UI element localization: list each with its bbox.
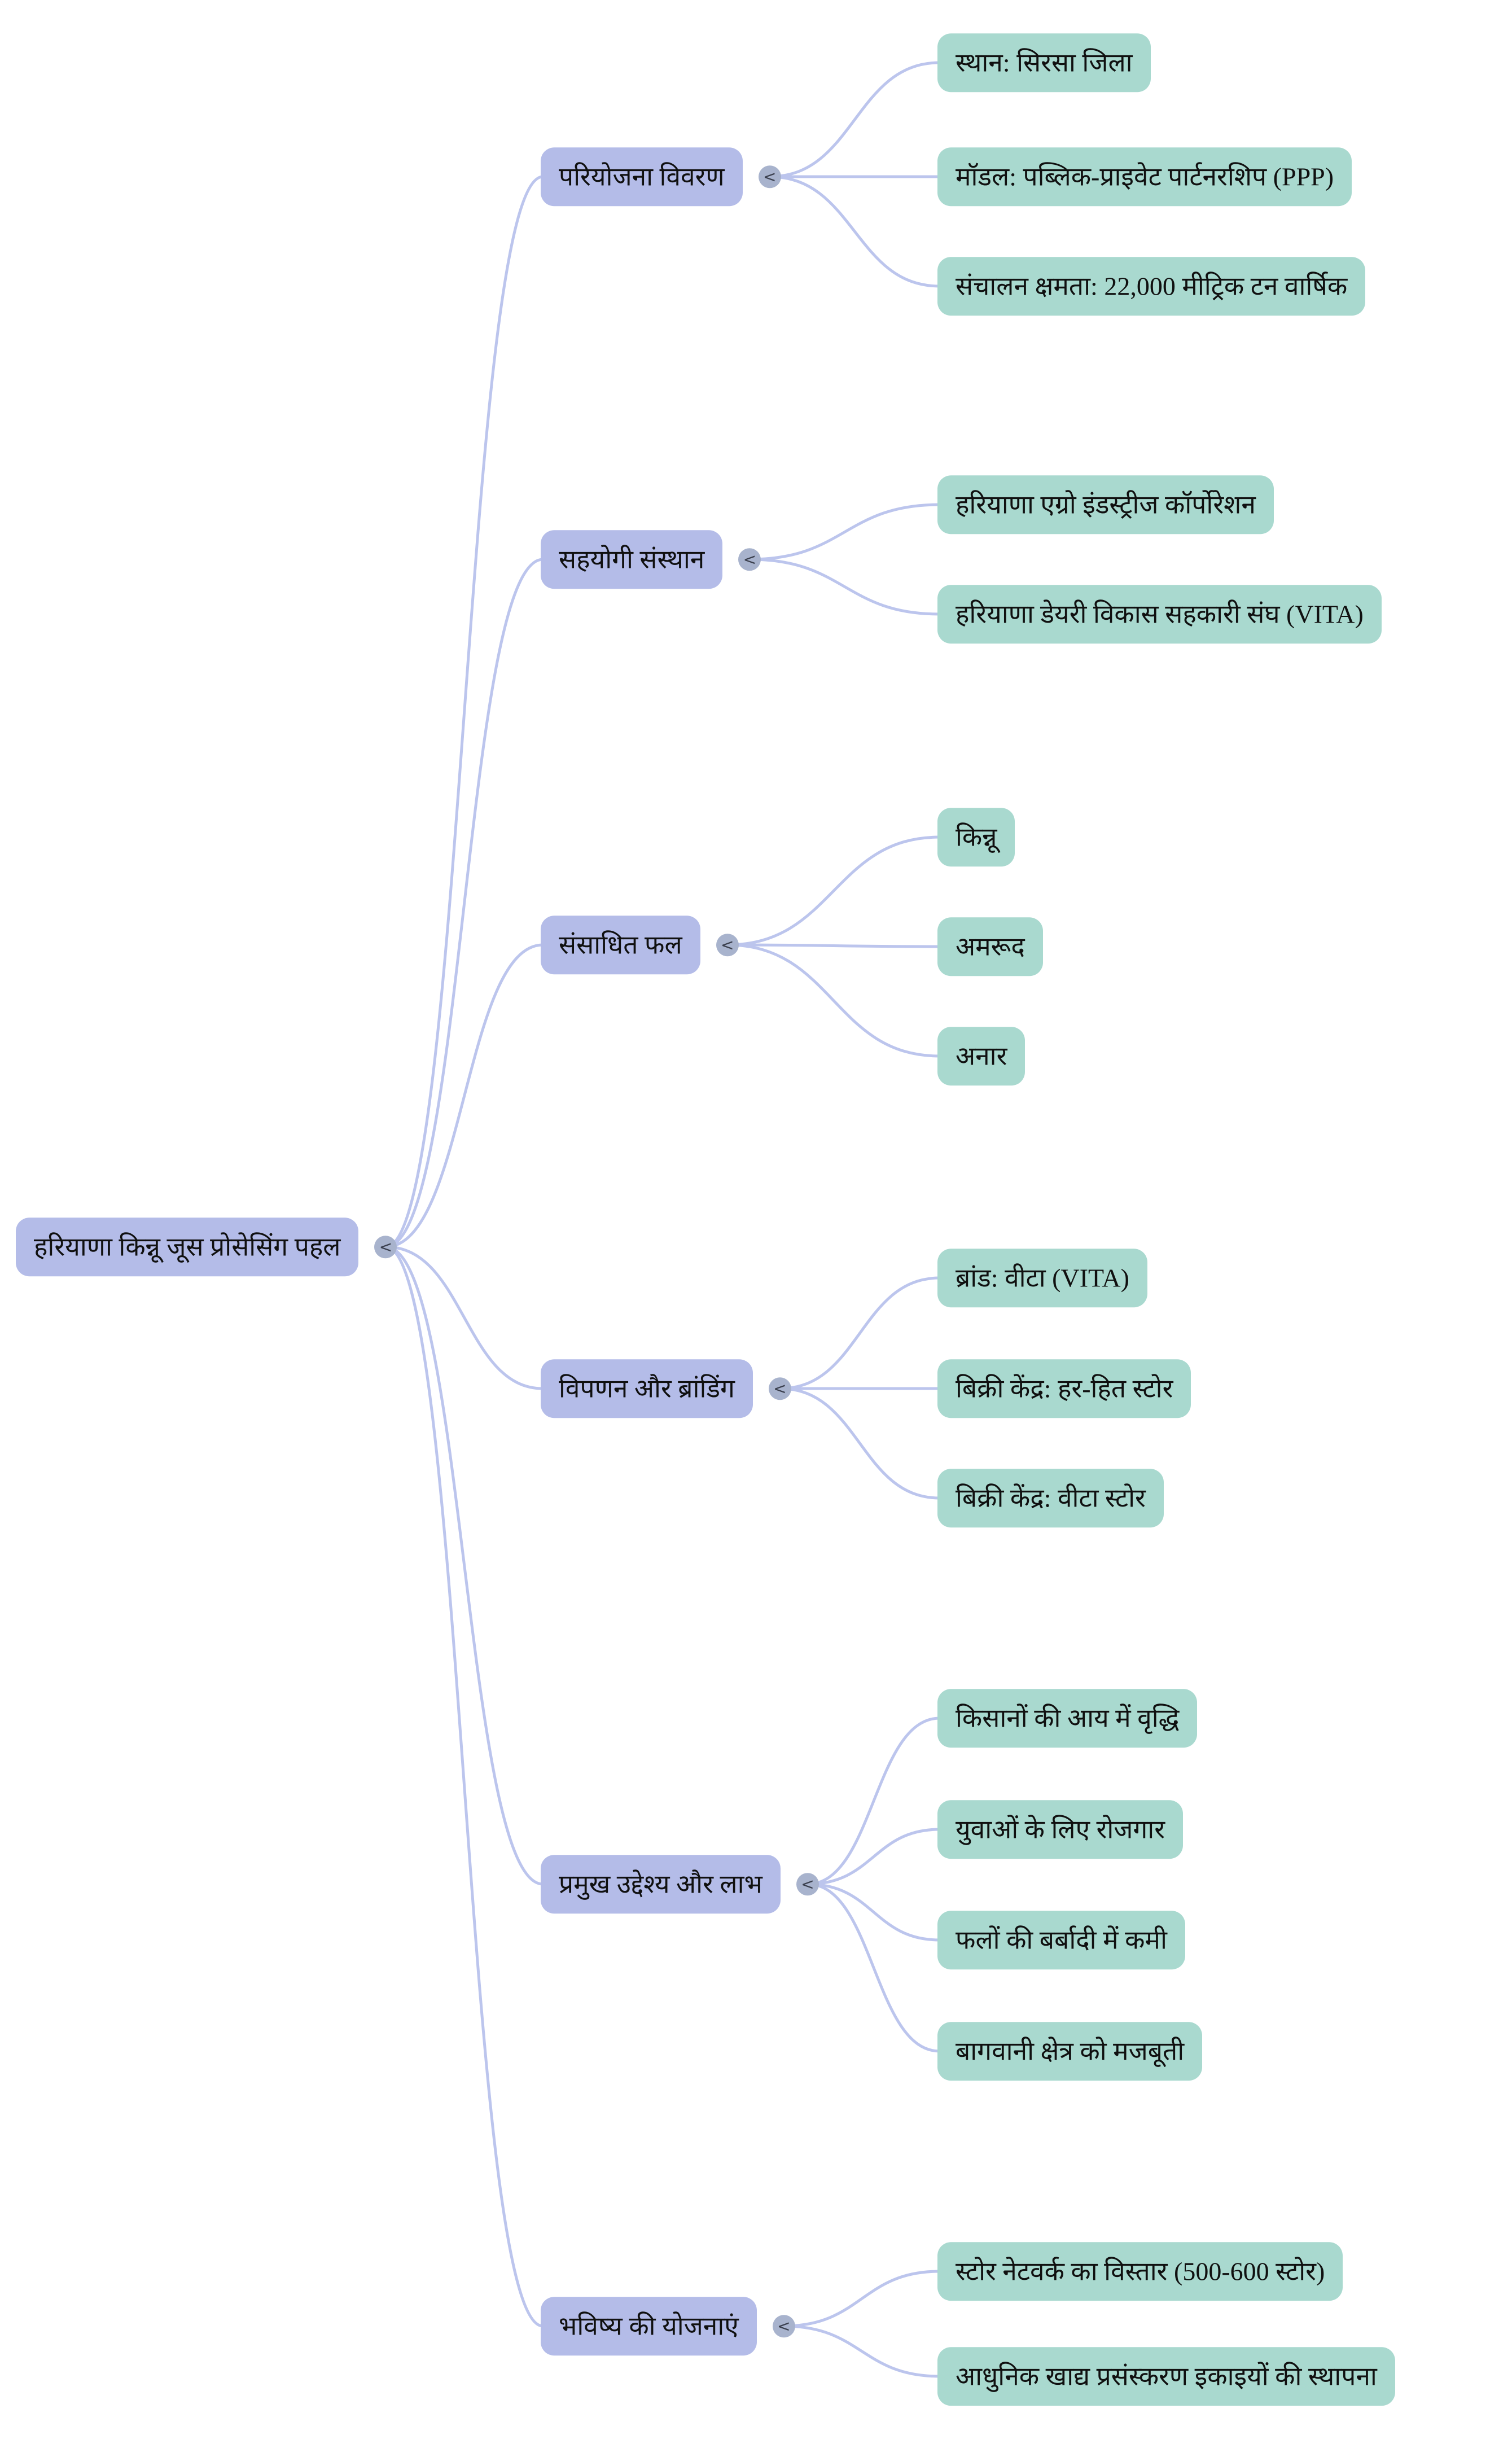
leaf-node-2-2: हरियाणा डेयरी विकास सहकारी संघ (VITA) bbox=[937, 585, 1382, 643]
mindmap-edge bbox=[782, 2324, 941, 2378]
leaf-node-5-3-wrap: फलों की बर्बादी में कमी bbox=[937, 1911, 1185, 1969]
leaf-node-5-4: बागवानी क्षेत्र को मजबूती bbox=[937, 2022, 1203, 2081]
mindmap-edge bbox=[384, 175, 545, 1249]
mindmap-edge bbox=[748, 558, 941, 616]
collapse-toggle-icon[interactable]: < bbox=[768, 1377, 791, 1400]
branch-node-5[interactable]: प्रमुख उद्देश्य और लाभ bbox=[541, 1855, 781, 1913]
branch-node-6[interactable]: भविष्य की योजनाएं bbox=[541, 2297, 757, 2355]
mindmap-edge bbox=[778, 1276, 941, 1390]
collapse-toggle-icon[interactable]: < bbox=[738, 548, 761, 571]
collapse-toggle-icon[interactable]: < bbox=[758, 165, 781, 188]
branch-node-4[interactable]: विपणन और ब्रांडिंग bbox=[541, 1359, 753, 1418]
mindmap-edge bbox=[768, 61, 941, 178]
leaf-node-3-2-wrap: अमरूद bbox=[937, 917, 1043, 976]
collapse-toggle-icon[interactable]: < bbox=[772, 2315, 795, 2337]
leaf-node-3-3: अनार bbox=[937, 1027, 1025, 1085]
collapse-toggle-icon[interactable]: < bbox=[796, 1873, 819, 1895]
leaf-node-1-3-wrap: संचालन क्षमता: 22,000 मीट्रिक टन वार्षिक bbox=[937, 257, 1366, 316]
mindmap-edge bbox=[384, 943, 545, 1249]
leaf-node-3-3-wrap: अनार bbox=[937, 1027, 1025, 1085]
leaf-node-2-1: हरियाणा एग्रो इंडस्ट्रीज कॉर्पोरेशन bbox=[937, 475, 1274, 534]
leaf-node-5-3: फलों की बर्बादी में कमी bbox=[937, 1911, 1185, 1969]
leaf-node-6-2-wrap: आधुनिक खाद्य प्रसंस्करण इकाइयों की स्थाप… bbox=[937, 2347, 1395, 2406]
leaf-node-4-2: बिक्री केंद्र: हर-हित स्टोर bbox=[937, 1359, 1191, 1418]
leaf-node-5-1: किसानों की आय में वृद्धि bbox=[937, 1689, 1198, 1748]
mindmap-edge bbox=[768, 175, 941, 288]
leaf-node-1-2: मॉडल: पब्लिक-प्राइवेट पार्टनरशिप (PPP) bbox=[937, 147, 1352, 206]
leaf-node-4-1-wrap: ब्रांड: वीटा (VITA) bbox=[937, 1249, 1147, 1307]
leaf-node-3-2: अमरूद bbox=[937, 917, 1043, 976]
mindmap-edge bbox=[806, 1882, 941, 1942]
branch-node-4-wrap: विपणन और ब्रांडिंग < bbox=[541, 1359, 791, 1418]
mindmap-edge bbox=[384, 1245, 545, 1886]
mindmap-edge bbox=[748, 503, 941, 561]
leaf-node-4-3-wrap: बिक्री केंद्र: वीटा स्टोर bbox=[937, 1469, 1164, 1527]
leaf-node-1-1: स्थान: सिरसा जिला bbox=[937, 33, 1151, 92]
leaf-node-4-3: बिक्री केंद्र: वीटा स्टोर bbox=[937, 1469, 1164, 1527]
collapse-toggle-icon[interactable]: < bbox=[374, 1236, 397, 1258]
leaf-node-6-2: आधुनिक खाद्य प्रसंस्करण इकाइयों की स्थाप… bbox=[937, 2347, 1395, 2406]
leaf-node-3-1: किन्नू bbox=[937, 808, 1015, 866]
leaf-node-3-1-wrap: किन्नू bbox=[937, 808, 1015, 866]
root-node-wrap: हरियाणा किन्नू जूस प्रोसेसिंग पहल < bbox=[16, 1218, 397, 1276]
branch-node-1-wrap: परियोजना विवरण < bbox=[541, 147, 781, 206]
leaf-node-4-2-wrap: बिक्री केंद्र: हर-हित स्टोर bbox=[937, 1359, 1191, 1418]
root-node[interactable]: हरियाणा किन्नू जूस प्रोसेसिंग पहल bbox=[16, 1218, 359, 1276]
branch-node-3[interactable]: संसाधित फल bbox=[541, 916, 700, 974]
mindmap-edge bbox=[384, 1245, 545, 2328]
mindmap-edge bbox=[778, 1387, 941, 1500]
branch-node-5-wrap: प्रमुख उद्देश्य और लाभ < bbox=[541, 1855, 819, 1913]
leaf-node-5-4-wrap: बागवानी क्षेत्र को मजबूती bbox=[937, 2022, 1203, 2081]
leaf-node-5-2: युवाओं के लिए रोजगार bbox=[937, 1800, 1184, 1859]
branch-node-3-wrap: संसाधित फल < bbox=[541, 916, 739, 974]
branch-node-2[interactable]: सहयोगी संस्थान bbox=[541, 530, 723, 589]
mindmap-edge bbox=[726, 943, 941, 948]
leaf-node-5-1-wrap: किसानों की आय में वृद्धि bbox=[937, 1689, 1198, 1748]
leaf-node-1-1-wrap: स्थान: सिरसा जिला bbox=[937, 33, 1151, 92]
leaf-node-4-1: ब्रांड: वीटा (VITA) bbox=[937, 1249, 1147, 1307]
mindmap-edge bbox=[806, 1716, 941, 1886]
leaf-node-2-1-wrap: हरियाणा एग्रो इंडस्ट्रीज कॉर्पोरेशन bbox=[937, 475, 1274, 534]
leaf-node-6-1: स्टोर नेटवर्क का विस्तार (500-600 स्टोर) bbox=[937, 2242, 1343, 2301]
mindmap-edge bbox=[726, 943, 941, 1058]
branch-node-1[interactable]: परियोजना विवरण bbox=[541, 147, 743, 206]
mindmap-edge bbox=[806, 1828, 941, 1886]
mindmap-edge bbox=[806, 1882, 941, 2053]
mindmap-edge bbox=[782, 2270, 941, 2328]
leaf-node-1-3: संचालन क्षमता: 22,000 मीट्रिक टन वार्षिक bbox=[937, 257, 1366, 316]
mindmap-edge bbox=[726, 835, 941, 947]
leaf-node-6-1-wrap: स्टोर नेटवर्क का विस्तार (500-600 स्टोर) bbox=[937, 2242, 1343, 2301]
mindmap-edge bbox=[384, 1245, 545, 1390]
mindmap-edge bbox=[384, 558, 545, 1249]
collapse-toggle-icon[interactable]: < bbox=[716, 934, 739, 956]
branch-node-2-wrap: सहयोगी संस्थान < bbox=[541, 530, 761, 589]
branch-node-6-wrap: भविष्य की योजनाएं < bbox=[541, 2297, 795, 2355]
leaf-node-5-2-wrap: युवाओं के लिए रोजगार bbox=[937, 1800, 1184, 1859]
leaf-node-1-2-wrap: मॉडल: पब्लिक-प्राइवेट पार्टनरशिप (PPP) bbox=[937, 147, 1352, 206]
leaf-node-2-2-wrap: हरियाणा डेयरी विकास सहकारी संघ (VITA) bbox=[937, 585, 1382, 643]
